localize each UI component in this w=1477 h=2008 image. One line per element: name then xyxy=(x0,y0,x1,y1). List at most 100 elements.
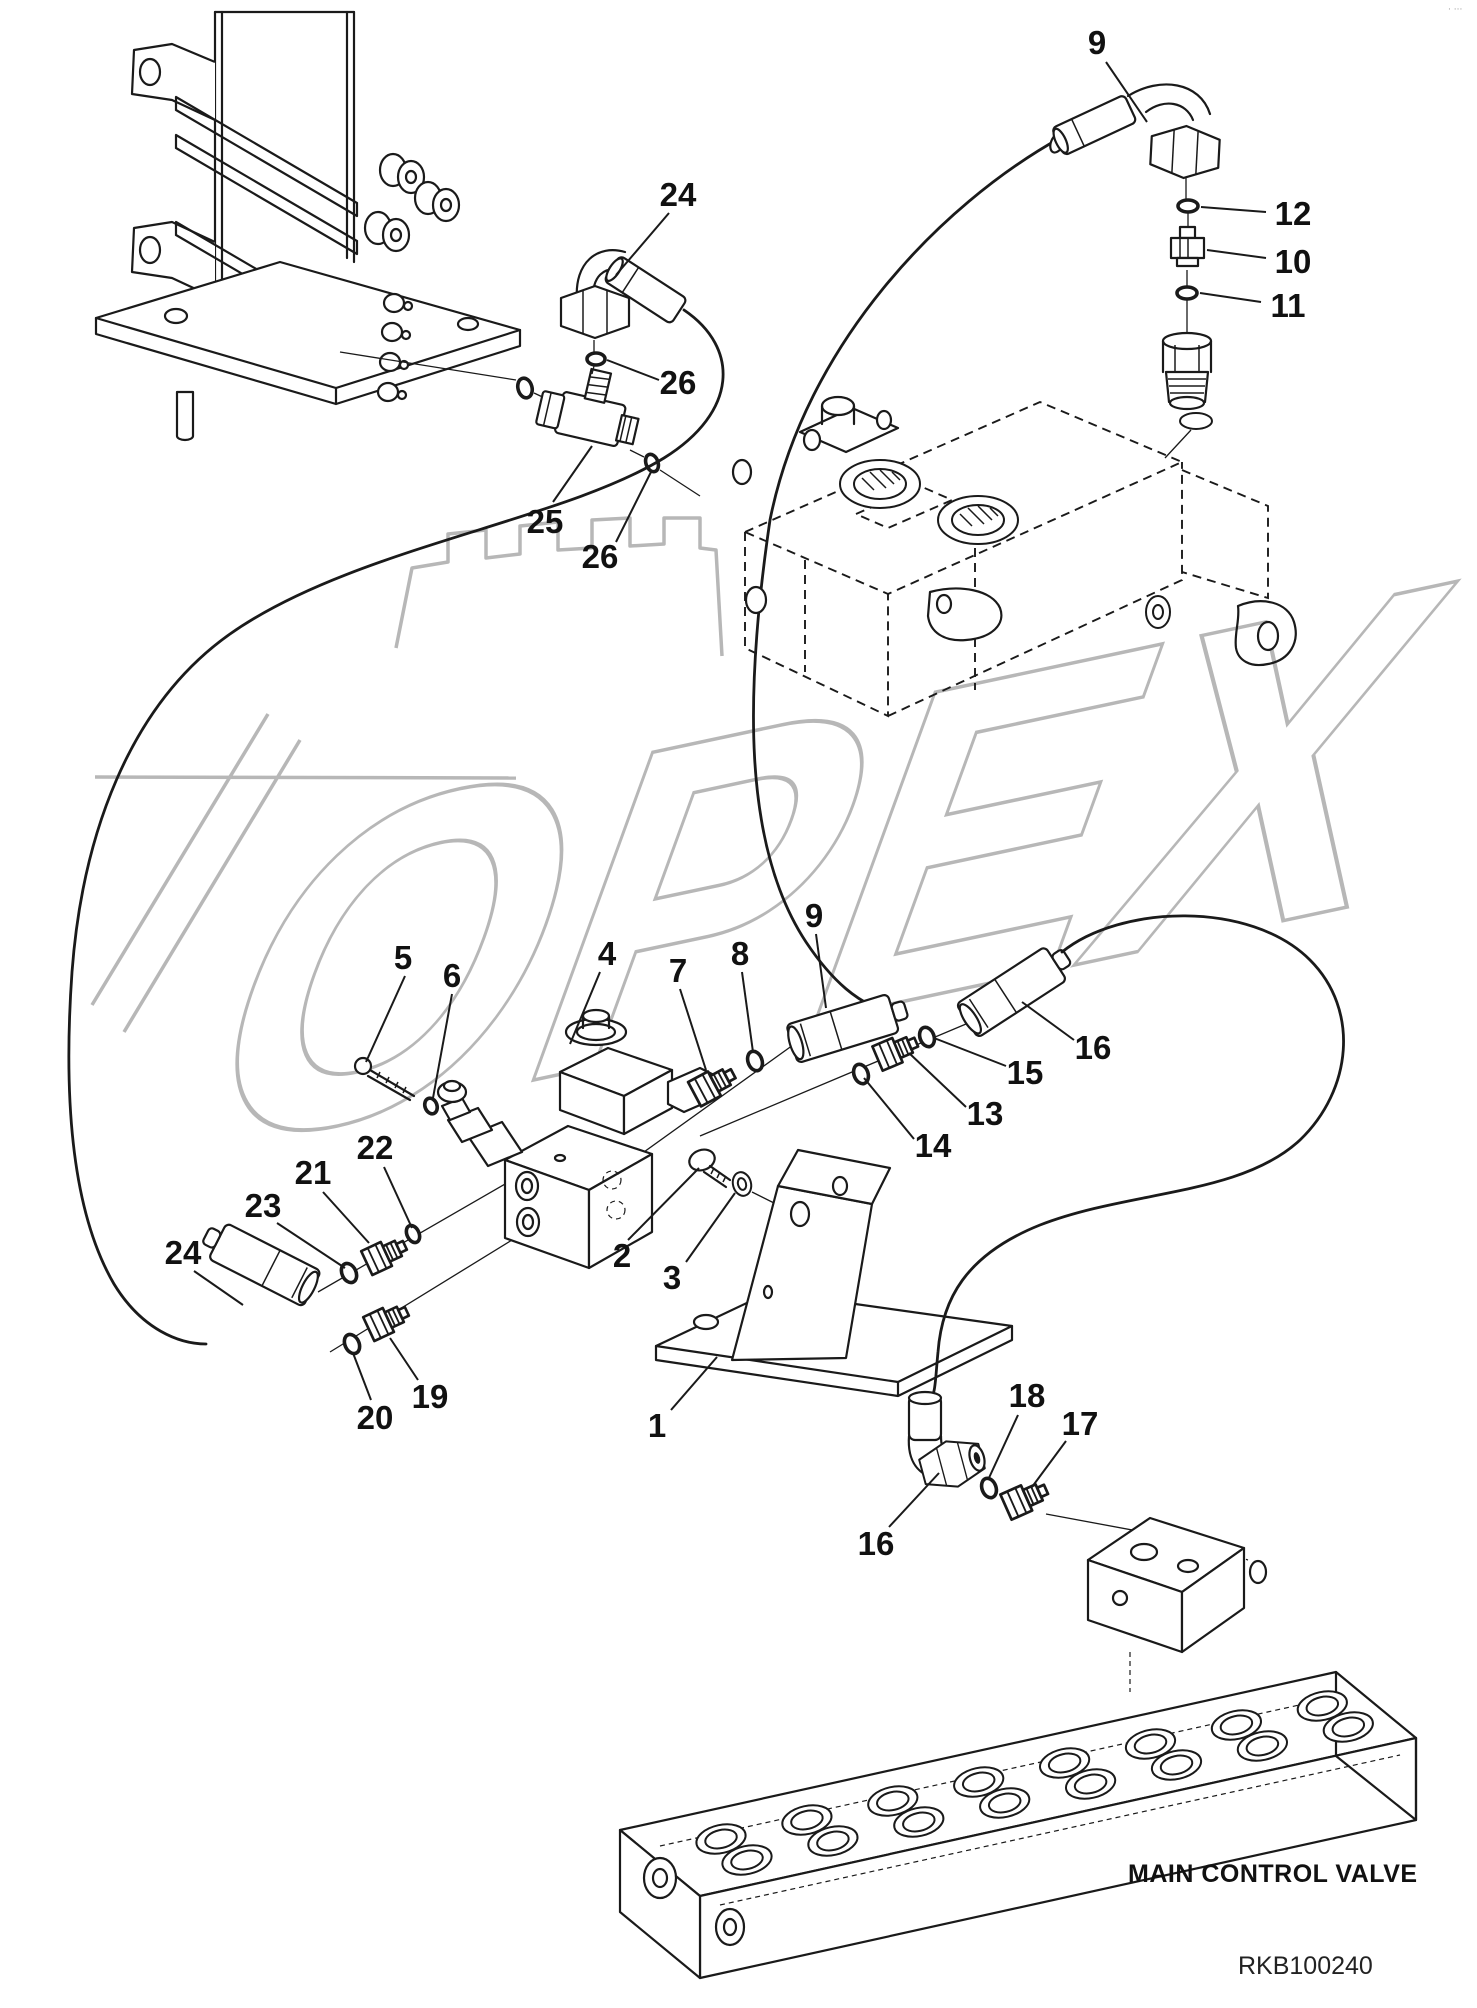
mcv-port xyxy=(816,1830,850,1852)
callout-16: 16 xyxy=(858,1525,895,1562)
callout-leader-10 xyxy=(1206,249,1267,259)
elbow-fitting-9 xyxy=(1148,123,1222,181)
o-ring-15 xyxy=(917,1025,937,1049)
hose-c-group xyxy=(907,914,1345,1561)
callout-leader-7 xyxy=(679,988,707,1071)
mcv-port xyxy=(730,1849,764,1871)
o-ring-large xyxy=(1179,412,1213,430)
relief-cartridge xyxy=(436,1079,524,1168)
callout-26: 26 xyxy=(660,364,697,401)
callout-leader-3 xyxy=(685,1192,736,1263)
bracket-1 xyxy=(654,1148,1014,1398)
callout-8: 8 xyxy=(731,935,749,972)
callout-leader-11 xyxy=(1199,292,1262,303)
callout-leader-2 xyxy=(627,1167,700,1241)
mcv-port xyxy=(790,1809,824,1831)
motor-solenoid-detail xyxy=(798,395,900,454)
fitting-21 xyxy=(359,1232,412,1277)
mcv-port xyxy=(1047,1752,1082,1774)
mcv-port xyxy=(1331,1716,1366,1738)
callout-leader-24 xyxy=(615,212,670,276)
o-ring-12 xyxy=(1176,198,1200,214)
callout-leader-24 xyxy=(193,1270,244,1306)
washer-6 xyxy=(422,1096,440,1116)
callout-leader-14 xyxy=(863,1077,915,1140)
callout-23: 23 xyxy=(245,1187,282,1224)
callout-leader-9 xyxy=(1105,61,1148,123)
callout-leader-12 xyxy=(1200,206,1267,213)
callout-26: 26 xyxy=(582,538,619,575)
callout-17: 17 xyxy=(1062,1405,1099,1442)
pilot-valve-assembly xyxy=(195,938,1079,1398)
callout-leader-1 xyxy=(670,1356,718,1411)
o-ring-22 xyxy=(404,1223,422,1245)
callout-25: 25 xyxy=(527,503,564,540)
callout-19: 19 xyxy=(412,1378,449,1415)
elbow-24-top-group xyxy=(67,249,725,1346)
mcv-inlet-block xyxy=(1086,1516,1268,1692)
callout-leader-16 xyxy=(888,1472,940,1528)
o-ring-8 xyxy=(745,1049,765,1073)
callout-7: 7 xyxy=(669,952,687,989)
elbow-fitting-24 xyxy=(559,284,631,340)
control-stand-figure xyxy=(94,10,522,442)
callout-leader-15 xyxy=(933,1037,1007,1067)
callout-3: 3 xyxy=(663,1259,681,1296)
callout-leader-19 xyxy=(389,1337,419,1381)
callout-leader-26 xyxy=(606,359,660,381)
mcv-ports xyxy=(695,1690,1374,1876)
hose-a xyxy=(67,308,725,1346)
mcv-port xyxy=(704,1828,738,1850)
corner-marks: · ··· xyxy=(1448,5,1462,15)
callout-4: 4 xyxy=(598,935,617,972)
mcv-port xyxy=(1305,1695,1340,1717)
swing-motor-figure xyxy=(731,395,1297,718)
callout-leader-5 xyxy=(365,975,406,1063)
callout-24: 24 xyxy=(660,176,697,213)
o-ring-23 xyxy=(339,1261,359,1285)
callout-leader-23 xyxy=(276,1222,346,1269)
mcv-port xyxy=(961,1771,996,1793)
valve-block-4 xyxy=(503,1124,654,1270)
watermark-text: OPEX xyxy=(139,474,1477,1257)
callout-24: 24 xyxy=(165,1234,202,1271)
callout-leader-26 xyxy=(615,469,653,543)
tee-fitting-25-group xyxy=(339,340,701,497)
hose-c xyxy=(926,914,1345,1404)
callout-11: 11 xyxy=(1271,287,1306,324)
callout-21: 21 xyxy=(295,1154,332,1191)
mcv-port xyxy=(902,1811,936,1833)
callout-16: 16 xyxy=(1075,1029,1112,1066)
callout-2: 2 xyxy=(613,1237,631,1274)
callout-leader-16 xyxy=(1021,1001,1075,1041)
callout-10: 10 xyxy=(1275,243,1312,280)
callout-leader-21 xyxy=(322,1191,370,1244)
mcv-port xyxy=(1245,1735,1280,1757)
tee-fitting-25 xyxy=(535,367,640,447)
callout-leader-13 xyxy=(908,1052,967,1108)
callout-13: 13 xyxy=(967,1095,1004,1132)
bushings xyxy=(363,152,461,253)
callout-15: 15 xyxy=(1007,1054,1044,1091)
o-ring-18 xyxy=(979,1476,999,1500)
plug-fittings xyxy=(376,292,414,403)
callout-18: 18 xyxy=(1009,1377,1046,1414)
callout-22: 22 xyxy=(357,1129,394,1166)
callout-leader-8 xyxy=(741,971,754,1053)
cartridge-valve xyxy=(1161,331,1213,411)
callout-leader-22 xyxy=(383,1166,413,1229)
callout-6: 6 xyxy=(443,957,461,994)
callout-leader-17 xyxy=(1031,1440,1067,1488)
mcv-port xyxy=(1073,1773,1108,1795)
elbow-9-top-group xyxy=(752,83,1222,1008)
mcv-port xyxy=(1159,1754,1194,1776)
drawing-code: RKB100240 xyxy=(1238,1952,1373,1980)
callout-leader-25 xyxy=(552,445,593,503)
callout-12: 12 xyxy=(1275,195,1312,232)
bolt-2 xyxy=(688,1148,732,1189)
main-control-valve-label: MAIN CONTROL VALVE xyxy=(1128,1860,1418,1888)
mcv-port xyxy=(1219,1714,1254,1736)
callout-leader-18 xyxy=(987,1414,1019,1481)
